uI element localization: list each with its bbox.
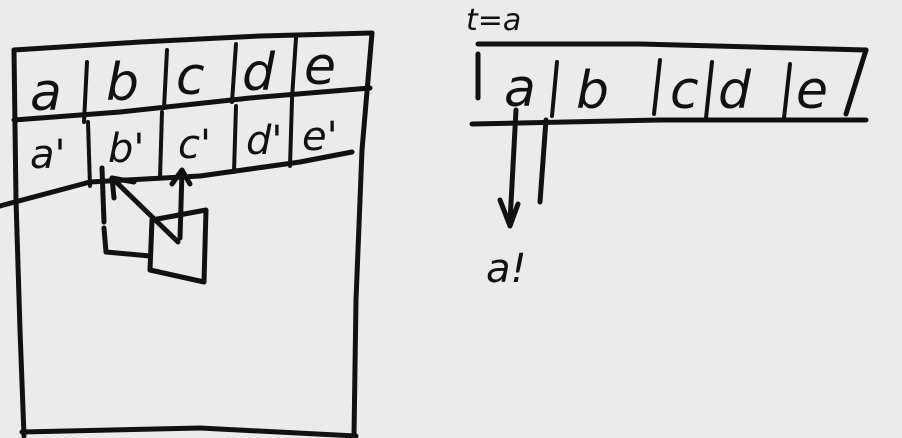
hook-line <box>101 225 153 259</box>
right-box-top <box>475 41 869 53</box>
row2-divider <box>232 104 238 174</box>
row2-cell-d-prime: d' <box>246 118 282 164</box>
row2-bottom-line <box>0 149 355 209</box>
down-arrow-head <box>497 197 521 229</box>
row1-cell-c: c <box>176 47 205 107</box>
small-box <box>147 207 209 285</box>
left-frame-left <box>11 47 27 438</box>
arrow-to-b-prime <box>109 175 181 245</box>
arrow-head <box>109 175 137 201</box>
row1-bottom-line <box>11 85 373 123</box>
row1-divider <box>290 36 298 100</box>
right-cell-e: e <box>796 61 828 121</box>
left-frame-top <box>11 30 375 53</box>
row1-cell-a: a <box>30 63 62 123</box>
right-cell-a: a <box>504 59 536 119</box>
right-diagram: t=a a b c d e a! <box>466 3 869 292</box>
left-frame-bottom <box>19 425 359 438</box>
right-divider <box>704 60 714 120</box>
left-diagram: a b c d e a' b' c' d' e' <box>0 30 375 438</box>
row1-cell-d: d <box>242 43 276 103</box>
hook-vertical <box>99 165 107 225</box>
label-t-equals-a: t=a <box>466 3 521 38</box>
row2-divider <box>158 110 164 180</box>
row2-cell-e-prime: e' <box>302 114 338 160</box>
right-box-bottom <box>469 117 869 127</box>
row1-divider <box>162 48 169 110</box>
row2-cell-b-prime: b' <box>108 126 144 172</box>
row2-divider <box>86 120 92 188</box>
row1-divider <box>230 42 238 104</box>
row2-cell-c-prime: c' <box>178 122 211 168</box>
row1-cell-b: b <box>106 53 139 113</box>
right-box-right <box>843 47 869 117</box>
right-cell-d: d <box>718 61 752 121</box>
arrow-to-c-prime <box>177 169 185 241</box>
left-frame-right <box>351 30 375 438</box>
arrow-head <box>169 167 193 187</box>
row2-cell-a-prime: a' <box>30 132 66 178</box>
row1-cell-e: e <box>304 37 336 97</box>
right-cell-c: c <box>670 61 699 121</box>
row2-divider <box>288 98 294 168</box>
right-cell-b: b <box>576 61 609 121</box>
parallel-line <box>537 117 549 205</box>
result-a-bang: a! <box>486 246 527 292</box>
down-arrow-shaft <box>507 107 519 225</box>
row1-divider <box>82 60 89 124</box>
right-divider <box>550 60 559 118</box>
right-divider <box>782 62 792 120</box>
right-divider <box>652 58 662 116</box>
